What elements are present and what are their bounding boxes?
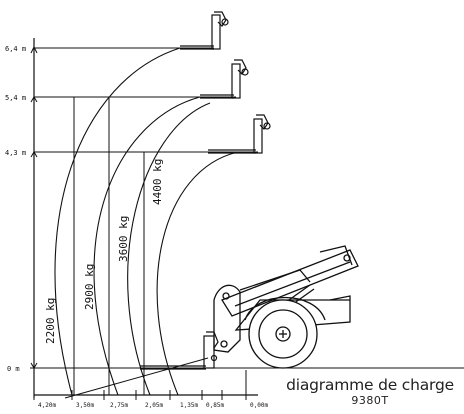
fork-0m: [140, 331, 219, 370]
fork-4-3m: [208, 114, 271, 154]
height-label-6-4: 6,4 m: [5, 45, 26, 53]
load-curve-4400: [156, 151, 239, 396]
caption-title: diagramme de charge: [286, 376, 454, 394]
load-label-2900: 2900 kg: [83, 264, 96, 310]
load-boundary-lines: [73, 97, 145, 395]
distance-label-2-75: 2,75m: [110, 402, 128, 409]
load-label-2200: 2200 kg: [44, 298, 57, 344]
caption-model: 9380T: [351, 394, 389, 407]
distance-label-3-50: 3,50m: [76, 402, 94, 409]
distance-label-0-85: 0,85m: [206, 402, 224, 409]
distance-label-0-00: 0,00m: [250, 402, 268, 409]
height-arrows: [30, 45, 38, 369]
telehandler-machine: [213, 245, 359, 369]
height-label-5-4: 5,4 m: [5, 94, 26, 102]
fork-5-4m: [200, 59, 249, 99]
load-curve-2900: [93, 96, 201, 396]
distance-label-2-05: 2,05m: [145, 402, 163, 409]
load-curve-2200: [54, 47, 181, 396]
load-label-3600: 3600 kg: [117, 216, 130, 262]
load-curve-3600: [127, 102, 211, 396]
chart-caption: diagramme de charge 9380T: [276, 376, 464, 407]
load-curves: [54, 47, 239, 396]
fork-6-4m: [180, 11, 229, 50]
height-label-4-3: 4,3 m: [5, 149, 26, 157]
height-label-0: 0 m: [7, 365, 20, 373]
load-label-4400: 4400 kg: [151, 159, 164, 205]
height-level-lines: [30, 47, 464, 369]
distance-label-1-35: 1,35m: [180, 402, 198, 409]
reach-line: [64, 357, 209, 399]
distance-ticks: [33, 370, 247, 400]
distance-label-4-20: 4,20m: [38, 402, 56, 409]
